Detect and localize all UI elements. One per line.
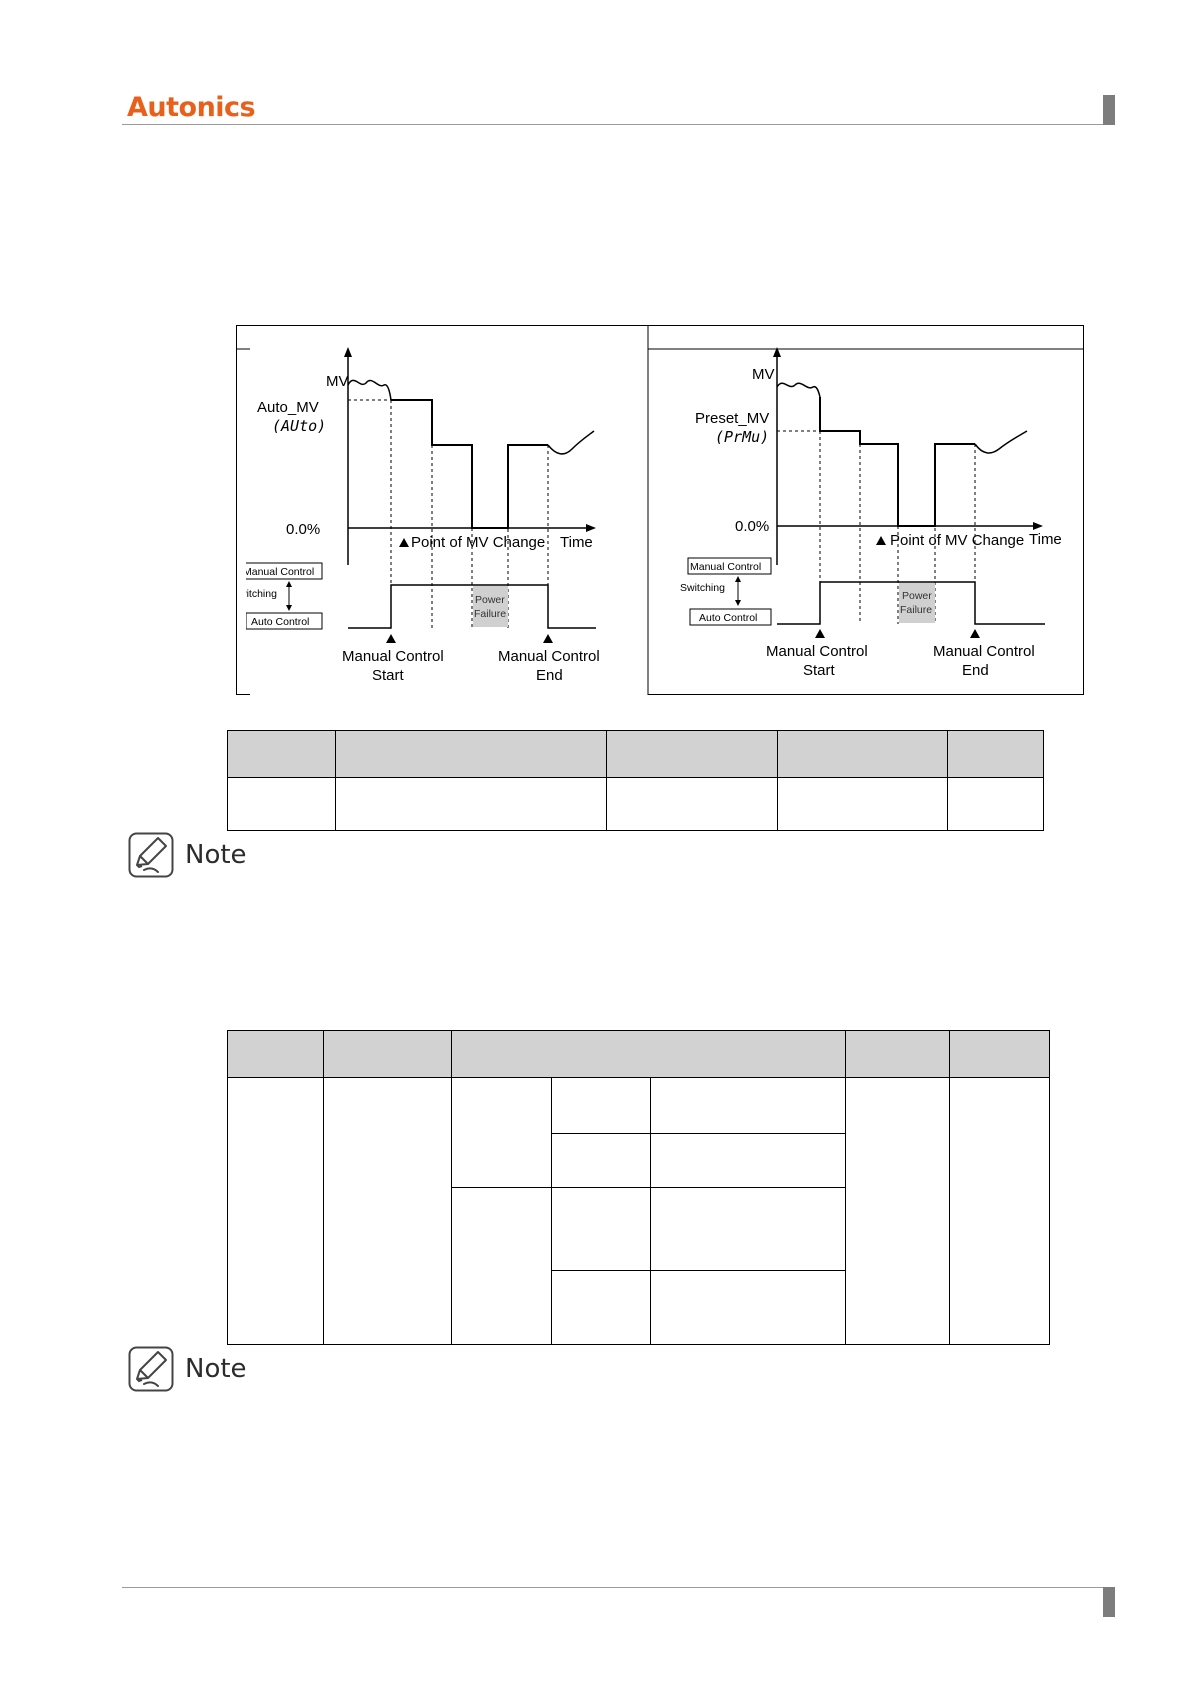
header-tab-marker	[1103, 95, 1115, 125]
note-1: Note	[128, 832, 247, 878]
table-cell	[650, 1133, 847, 1188]
table-cell	[845, 1077, 950, 1345]
table-cell	[947, 777, 1044, 831]
table-cell	[650, 1077, 847, 1134]
note-label: Note	[185, 1354, 247, 1384]
table-row	[228, 1270, 1050, 1345]
table-cell	[550, 1187, 652, 1271]
table-header-cell	[947, 730, 1044, 778]
table-cell	[226, 1077, 325, 1345]
zero-label: 0.0%	[286, 521, 320, 538]
table-header-cell	[776, 730, 949, 778]
table-header-cell	[334, 730, 608, 778]
table-cell	[450, 1187, 553, 1345]
start-label-line1: Manual Control	[766, 643, 868, 660]
manual-control-box: Manual Control	[690, 561, 761, 573]
table-header-cell	[323, 1030, 452, 1078]
table-header-cell	[948, 1030, 1051, 1078]
table-cell	[606, 777, 778, 831]
point-label: Point of MV Change	[411, 534, 545, 551]
table-cell	[550, 1270, 652, 1345]
note-label: Note	[185, 840, 247, 870]
y-axis-label: MV	[326, 373, 349, 390]
manual-control-diagram-auto-mv: MV Auto_MV (AUto) 0.0% Point of MV Chang…	[246, 347, 600, 684]
level-code: (PrMu)	[715, 428, 769, 446]
diagram-frame	[236, 325, 1084, 695]
parameter-table-2	[226, 1030, 1051, 1345]
switching-label: Switching	[680, 582, 725, 594]
y-axis-label: MV	[752, 366, 775, 383]
footer-tab-marker	[1103, 1587, 1115, 1617]
table-cell	[650, 1187, 847, 1271]
table-header-cell	[845, 1030, 950, 1078]
end-label-line1: Manual Control	[933, 643, 1035, 660]
table-header-row	[227, 730, 1044, 778]
table-row	[226, 1077, 1051, 1345]
zero-label: 0.0%	[735, 518, 769, 535]
start-label-line2: Start	[803, 662, 836, 679]
table-header-row	[226, 1030, 1051, 1078]
start-label-line2: Start	[372, 667, 405, 684]
parameter-table-1	[227, 730, 1044, 831]
start-label-line1: Manual Control	[342, 648, 444, 665]
auto-control-box: Auto Control	[251, 616, 309, 628]
time-label: Time	[560, 534, 593, 551]
level-code: (AUto)	[272, 417, 326, 435]
table-cell	[948, 1077, 1051, 1345]
table-cell	[334, 777, 608, 831]
time-label: Time	[1029, 531, 1062, 548]
note-2: Note	[128, 1346, 247, 1392]
table-cell	[650, 1270, 847, 1345]
table-cell	[550, 1133, 652, 1188]
table-cell	[450, 1077, 553, 1188]
table-header-cell	[226, 1030, 325, 1078]
end-label-line1: Manual Control	[498, 648, 600, 665]
point-label: Point of MV Change	[890, 532, 1024, 549]
switching-label: Switching	[246, 588, 277, 600]
auto-control-box: Auto Control	[699, 612, 757, 624]
end-label-line2: End	[962, 662, 989, 679]
autonics-logo: Autonics	[127, 92, 256, 123]
table-header-cell	[227, 730, 336, 778]
table-row	[227, 777, 1044, 831]
table-cell	[550, 1077, 652, 1134]
power-failure-line2: Failure	[900, 604, 932, 616]
table-cell	[776, 777, 949, 831]
table-row	[228, 1133, 1050, 1188]
table-header-cell	[606, 730, 778, 778]
level-label: Auto_MV	[257, 399, 319, 416]
power-failure-line1: Power	[902, 590, 932, 602]
end-label-line2: End	[536, 667, 563, 684]
manual-control-box: Manual Control	[246, 566, 314, 578]
table-cell	[323, 1077, 452, 1345]
power-failure-line1: Power	[475, 594, 505, 606]
header-rule	[122, 124, 1115, 125]
table-cell	[227, 777, 336, 831]
manual-control-diagram-preset-mv: MV Preset_MV (PrMu) 0.0% Point of MV Cha…	[680, 347, 1062, 679]
note-pencil-icon	[128, 1346, 174, 1392]
level-label: Preset_MV	[695, 410, 769, 427]
table-header-cell	[450, 1030, 847, 1078]
footer-rule	[122, 1587, 1115, 1588]
power-failure-line2: Failure	[474, 608, 506, 620]
note-pencil-icon	[128, 832, 174, 878]
table-row	[228, 1187, 1050, 1345]
